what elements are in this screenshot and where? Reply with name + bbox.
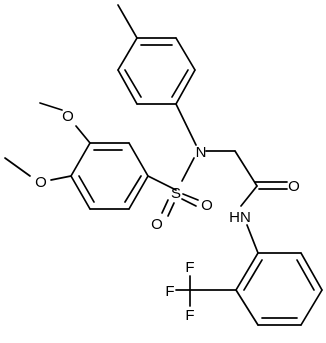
atom-sulfur: S bbox=[171, 185, 181, 202]
atom-o-methoxy-lower: O bbox=[35, 174, 47, 191]
atom-fluorine-top: F bbox=[185, 259, 194, 276]
atom-o-carbonyl: O bbox=[288, 178, 300, 195]
atom-fluorine-left: F bbox=[165, 283, 174, 300]
atom-o-sulfonyl-right: O bbox=[201, 197, 213, 214]
backbone-bonds bbox=[175, 103, 288, 254]
atom-nh-amide: HN bbox=[229, 209, 251, 226]
atom-o-sulfonyl-lower: O bbox=[151, 216, 163, 233]
atom-fluorine-bottom: F bbox=[185, 307, 194, 324]
atom-nitrogen: N bbox=[196, 144, 207, 161]
atom-o-methoxy-upper: O bbox=[62, 108, 74, 125]
sulfonyl-bonds bbox=[147, 157, 199, 217]
trifluoromethylphenyl-ring bbox=[175, 252, 323, 326]
tolyl-ring bbox=[117, 4, 196, 105]
dimethoxyphenyl-ring bbox=[4, 102, 149, 210]
